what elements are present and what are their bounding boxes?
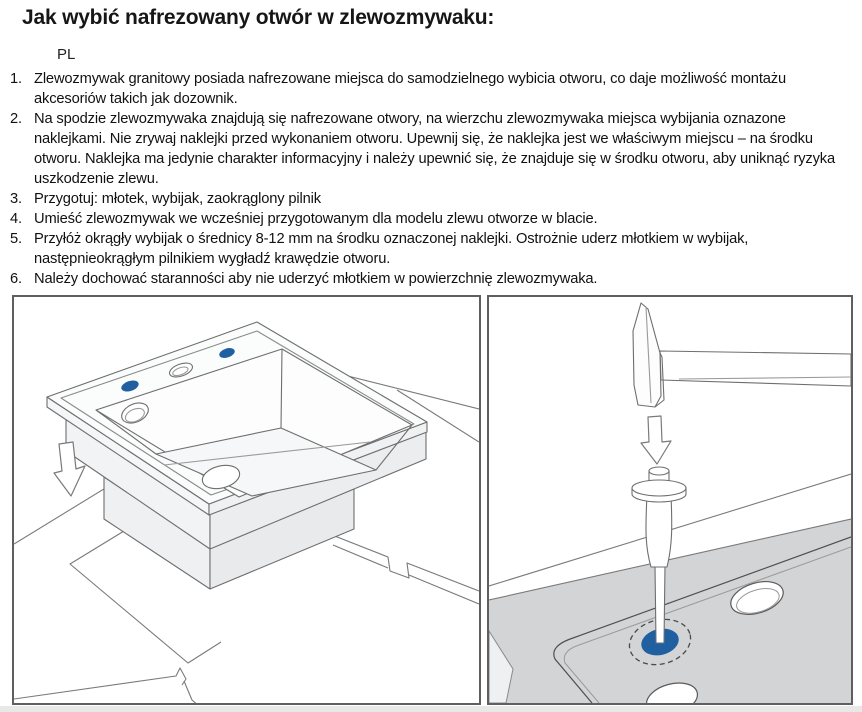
deck-surface xyxy=(489,519,851,703)
language-label: PL xyxy=(57,46,76,63)
deck-hole xyxy=(645,682,699,703)
punch-cap-top xyxy=(648,466,670,476)
drain-hole xyxy=(201,464,241,490)
item-text: Zlewozmywak granitowy posiada nafrezowan… xyxy=(34,71,786,107)
dashed-marker xyxy=(628,618,692,666)
down-arrow-icon xyxy=(640,415,672,465)
sink-installation-drawing xyxy=(14,321,479,703)
sticker-dot xyxy=(121,380,139,392)
item-number: 4. xyxy=(10,211,22,227)
hammer-handle xyxy=(659,350,851,387)
list-item: 2. Na spodzie zlewozmywaka znajdują się … xyxy=(10,109,850,189)
sink-rim-inner-line xyxy=(60,330,415,496)
item-text: Umieść zlewozmywak we wcześniej przygoto… xyxy=(34,211,598,227)
list-item: 3. Przygotuj: młotek, wybijak, zaokrąglo… xyxy=(10,189,850,209)
list-item: 4. Umieść zlewozmywak we wcześniej przyg… xyxy=(10,209,850,229)
item-text: Należy dochować staranności aby nie uder… xyxy=(34,271,598,287)
deck-end-face xyxy=(489,630,514,703)
basin-wall-edges xyxy=(95,348,413,471)
figure-hammer-punch xyxy=(487,295,853,705)
page-bottom-strip xyxy=(0,706,862,712)
item-text: Przyłóż okrągły wybijak o średnicy 8-12 … xyxy=(34,231,749,267)
hammer-handle-line xyxy=(678,376,851,380)
deck-hole-inner xyxy=(124,407,145,423)
hammer-icon xyxy=(632,302,851,408)
deck-hole xyxy=(730,581,784,615)
hammer-punch-drawing xyxy=(489,302,851,703)
deck-recess-line-2 xyxy=(563,546,851,703)
item-text: Przygotuj: młotek, wybijak, zaokrąglony … xyxy=(34,191,321,207)
deck-hole-inner xyxy=(736,588,780,614)
item-number: 2. xyxy=(10,111,22,127)
hammer-head-facet xyxy=(654,352,665,408)
punch-tool xyxy=(631,466,687,644)
item-number: 5. xyxy=(10,231,22,247)
item-number: 3. xyxy=(10,191,22,207)
item-text: Na spodzie zlewozmywaka znajdują się naf… xyxy=(34,111,836,187)
list-item: 1. Zlewozmywak granitowy posiada nafrezo… xyxy=(10,69,850,109)
basin-floor-fold xyxy=(163,441,371,466)
instruction-list: 1. Zlewozmywak granitowy posiada nafrezo… xyxy=(10,69,850,289)
page-title: Jak wybić nafrezowany otwór w zlewozmywa… xyxy=(22,6,495,29)
sticker-dot xyxy=(219,348,235,358)
punch-flange-top xyxy=(631,479,687,497)
list-item: 6. Należy dochować staranności aby nie u… xyxy=(10,269,850,289)
hammer-head-ridge xyxy=(645,306,652,404)
list-item: 5. Przyłóż okrągły wybijak o średnicy 8-… xyxy=(10,229,850,269)
faucet-hole xyxy=(168,362,194,378)
item-number: 1. xyxy=(10,71,22,87)
faucet-hole-inner xyxy=(172,366,189,377)
figure-sink-installation xyxy=(12,295,481,705)
item-number: 6. xyxy=(10,271,22,287)
sink-drawing xyxy=(46,321,428,590)
down-arrow-icon xyxy=(53,441,86,497)
punch-body xyxy=(645,492,673,568)
punch-shaft xyxy=(654,564,666,644)
deck-recess-line xyxy=(553,536,851,703)
